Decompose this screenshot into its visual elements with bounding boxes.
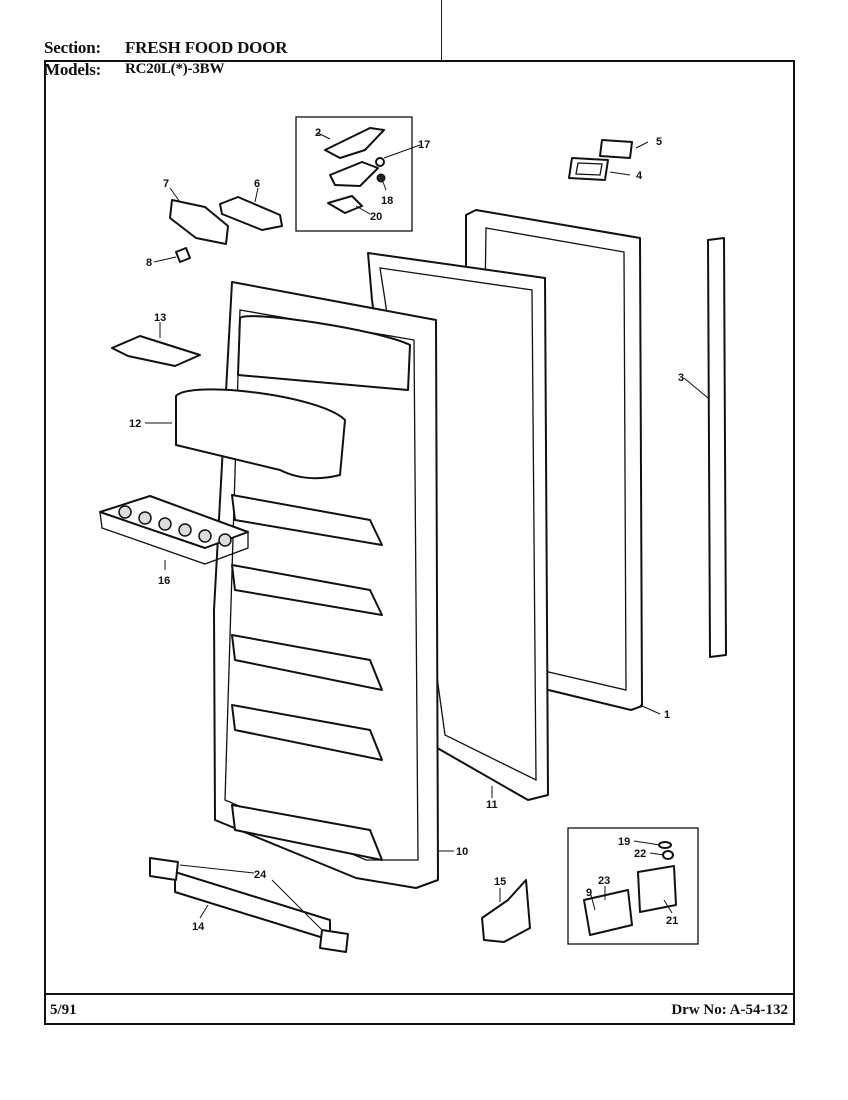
- part-17-pin: [375, 157, 385, 167]
- part-19-shape: [658, 841, 672, 849]
- part-12-dairy-door: [175, 388, 346, 480]
- part-24-cap-right: [319, 929, 349, 953]
- liner-shelf-5: [231, 804, 383, 861]
- part-3-strip: [707, 237, 727, 658]
- drawing-number: Drw No: A-54-132: [671, 1002, 788, 1018]
- label-part-2: 2: [315, 127, 321, 139]
- label-part-7: 7: [163, 178, 169, 190]
- label-part-14: 14: [192, 921, 205, 933]
- part-20-shape: [327, 195, 363, 214]
- part-4-shape: [568, 157, 609, 181]
- label-part-23: 23: [598, 875, 610, 887]
- label-part-8: 8: [146, 257, 152, 269]
- label-part-20: 20: [370, 211, 382, 223]
- label-part-5: 5: [656, 136, 662, 148]
- part-2-shape: [324, 127, 385, 159]
- part-17-shape: [329, 161, 379, 187]
- label-part-17: 17: [418, 139, 430, 151]
- liner-shelf-2: [231, 564, 383, 616]
- part-9-shape: [583, 889, 633, 936]
- models-value: RC20L(*)-3BW: [125, 61, 225, 77]
- part-5-shape: [599, 139, 633, 159]
- label-part-18: 18: [381, 195, 393, 207]
- label-part-19: 19: [618, 836, 630, 848]
- liner-top-bin: [237, 315, 411, 391]
- part-24-cap-left: [149, 857, 179, 881]
- label-part-10: 10: [456, 846, 468, 858]
- section-value: FRESH FOOD DOOR: [125, 38, 288, 57]
- label-part-4: 4: [636, 170, 643, 182]
- part-13-shape: [111, 335, 201, 367]
- label-part-11: 11: [486, 799, 498, 811]
- detail-box-top: [295, 116, 413, 232]
- footer-box: [44, 995, 795, 1025]
- label-part-15: 15: [494, 876, 506, 888]
- label-part-16: 16: [158, 575, 170, 587]
- models-label: Models:: [44, 60, 102, 79]
- liner-shelf-4: [231, 704, 383, 761]
- footer-date: 5/91: [50, 1002, 77, 1018]
- label-part-13: 13: [154, 312, 166, 324]
- label-part-22: 22: [634, 848, 646, 860]
- liner-shelf-3: [231, 634, 383, 691]
- detail-box-bottom: [567, 827, 699, 945]
- label-part-1: 1: [664, 709, 670, 721]
- part-7-shape: [169, 199, 229, 245]
- part-6-shape: [219, 196, 283, 231]
- label-part-12: 12: [129, 418, 141, 430]
- part-8-shape: [175, 247, 191, 263]
- diagram-frame: [44, 60, 795, 995]
- liner-shelf-1: [231, 494, 383, 546]
- top-crop-line: [441, 0, 442, 60]
- label-part-21: 21: [666, 915, 678, 927]
- section-label: Section:: [44, 38, 101, 57]
- label-part-3: 3: [678, 372, 684, 384]
- part-22-shape: [662, 850, 674, 860]
- part-15-shape: [481, 879, 531, 943]
- label-part-6: 6: [254, 178, 260, 190]
- part-21-shape: [637, 865, 677, 913]
- label-part-9: 9: [586, 887, 592, 899]
- part-18-shape: [376, 173, 386, 183]
- label-part-24: 24: [254, 869, 267, 881]
